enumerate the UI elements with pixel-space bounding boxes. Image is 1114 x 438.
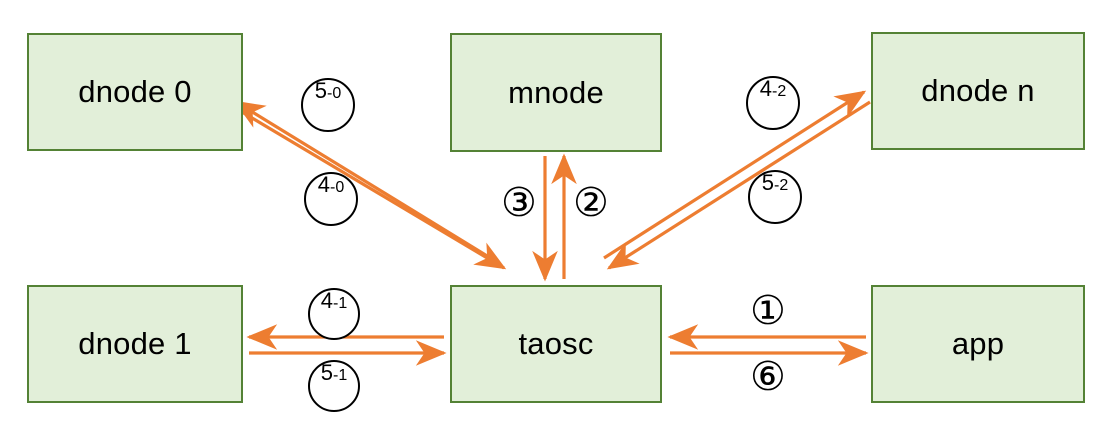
edge-label-main: 4 xyxy=(759,76,772,101)
edge-label-main: 5 xyxy=(761,170,774,195)
node-label: dnode n xyxy=(921,73,1035,108)
edge-label-sub: -1 xyxy=(333,367,348,384)
edge-label-main: 4 xyxy=(317,172,330,197)
edge-label-sub: -0 xyxy=(330,179,345,196)
edge-label-sub: -2 xyxy=(774,177,789,194)
edge-label-main: 5 xyxy=(314,78,327,103)
node-app[interactable]: app xyxy=(871,285,1085,403)
edge-5-2 xyxy=(606,100,871,270)
edge-label-2: ② xyxy=(573,180,609,226)
node-taosc[interactable]: taosc xyxy=(450,285,662,403)
edge-label-4-1: 4-1 xyxy=(308,288,360,340)
edge-label-4-0: 4-0 xyxy=(304,172,358,226)
node-mnode[interactable]: mnode xyxy=(450,33,662,152)
node-label: mnode xyxy=(508,74,604,110)
edge-label-5-2: 5-2 xyxy=(748,170,802,224)
edge-label-sub: -2 xyxy=(772,83,787,100)
edge-4-0 xyxy=(241,110,507,270)
edge-label-main: 4 xyxy=(320,288,333,313)
edge-label-6: ⑥ xyxy=(750,354,786,400)
node-dnode1[interactable]: dnode 1 xyxy=(27,285,243,403)
edge-label-sub: -0 xyxy=(327,85,342,102)
edge-label-main: 5 xyxy=(320,360,333,385)
edge-5-0 xyxy=(233,100,498,264)
edge-label-5-1: 5-1 xyxy=(308,360,360,412)
edge-4-2 xyxy=(603,90,867,260)
edge-label-5-0: 5-0 xyxy=(301,78,355,132)
node-label: dnode 1 xyxy=(78,326,192,361)
edge-label-4-2: 4-2 xyxy=(746,76,800,130)
node-dnoden[interactable]: dnode n xyxy=(871,32,1085,150)
edge-label-3: ③ xyxy=(501,180,537,226)
node-label: app xyxy=(951,326,1005,361)
edge-label-sub: -1 xyxy=(333,295,348,312)
edge-label-1: ① xyxy=(750,288,786,334)
node-dnode0[interactable]: dnode 0 xyxy=(27,33,243,151)
node-label: taosc xyxy=(518,326,594,361)
node-label: dnode 0 xyxy=(78,74,192,109)
